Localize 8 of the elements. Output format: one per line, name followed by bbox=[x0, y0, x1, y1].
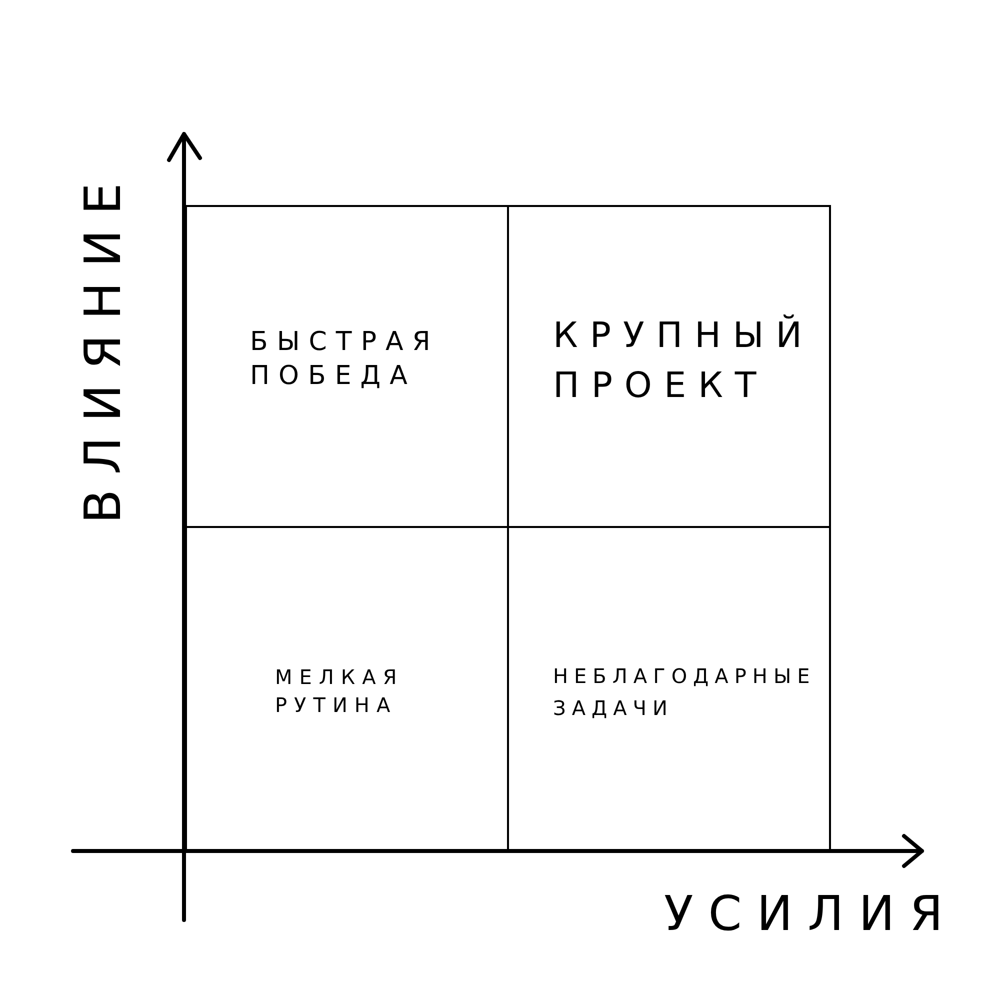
quadrant-label: НЕБЛАГОДАРНЫЕ ЗАДАЧИ bbox=[553, 663, 817, 722]
x-axis-label: УСИЛИЯ bbox=[664, 890, 958, 938]
quadrant-label: МЕЛКАЯ РУТИНА bbox=[275, 664, 405, 719]
quadrant-label: БЫСТРАЯ ПОБЕДА bbox=[250, 326, 440, 393]
matrix-quadrant bbox=[507, 205, 831, 528]
quadrant-label: КРУПНЫЙ ПРОЕКТ bbox=[553, 314, 815, 408]
y-axis-label: ВЛИЯНИЕ bbox=[78, 168, 128, 524]
matrix-quadrant bbox=[185, 205, 509, 528]
